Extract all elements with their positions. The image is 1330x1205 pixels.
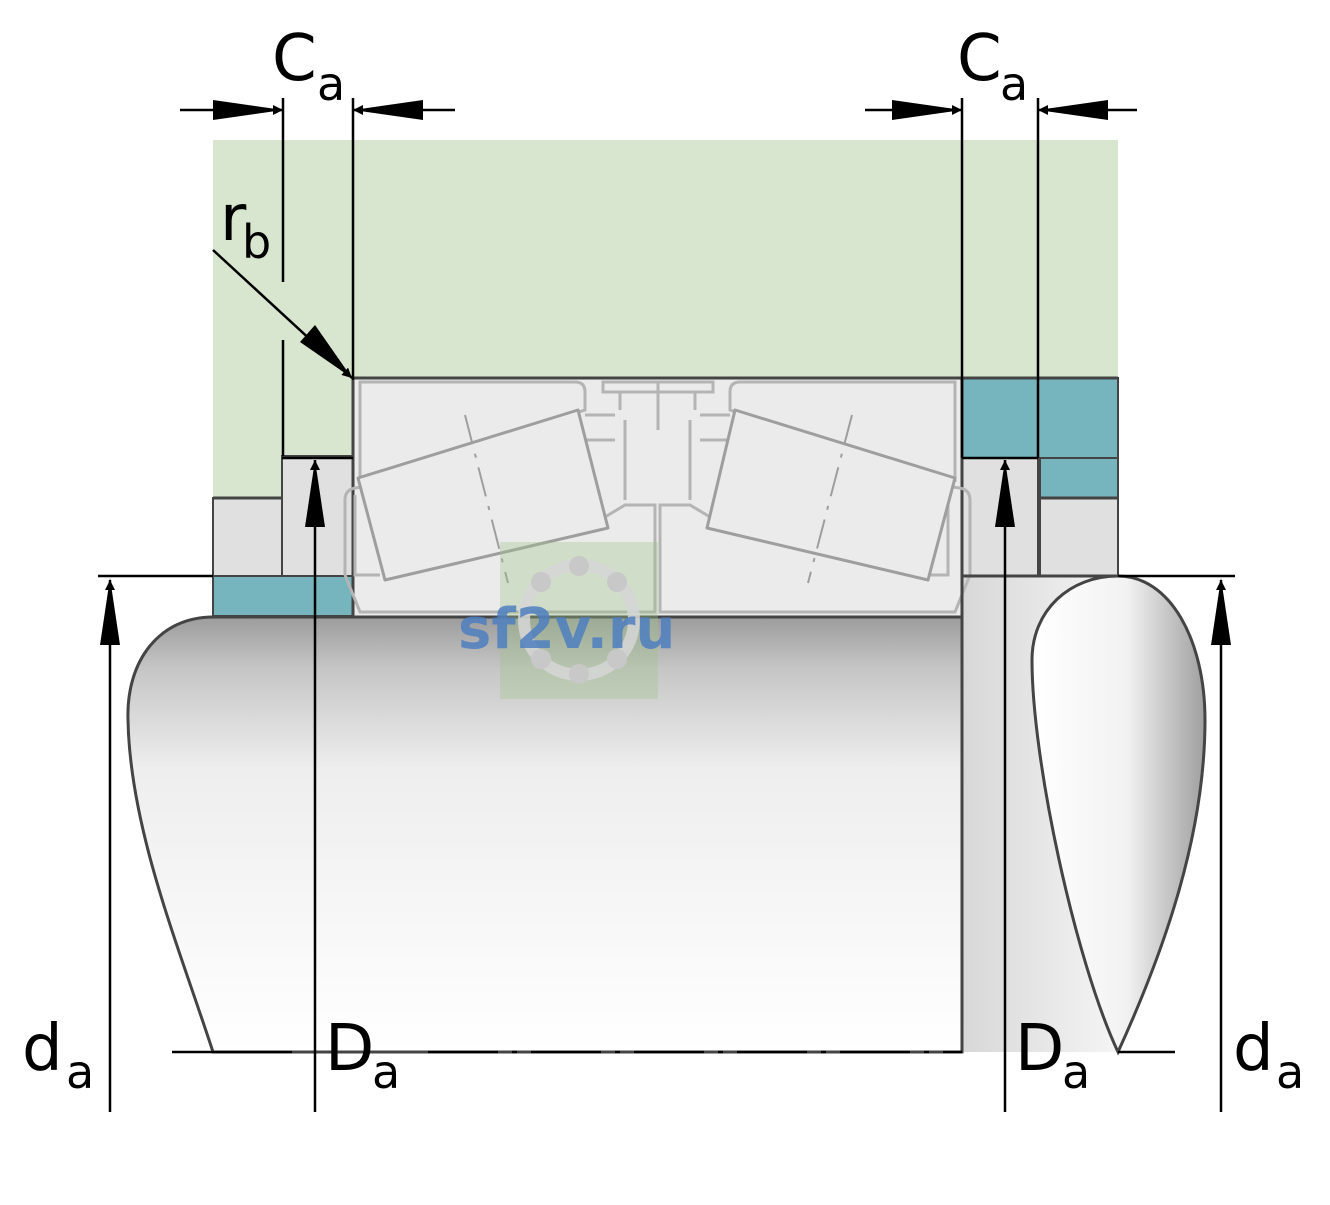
svg-text:a: a: [317, 57, 345, 111]
shaft: [126, 574, 1207, 1056]
watermark-text: sf2v.ru: [458, 597, 675, 662]
svg-text:D: D: [325, 1012, 374, 1086]
svg-text:a: a: [372, 1045, 400, 1099]
svg-text:a: a: [66, 1045, 94, 1099]
svg-text:a: a: [1276, 1045, 1304, 1099]
label-Da-left: D a: [325, 1012, 400, 1099]
svg-text:D: D: [1015, 1012, 1064, 1086]
roller-left: [356, 408, 610, 584]
svg-text:b: b: [242, 215, 271, 269]
label-ca-right: C a: [957, 22, 1028, 111]
right-abutment-parts: [961, 377, 1119, 577]
housing: [213, 140, 1118, 498]
svg-text:d: d: [22, 1012, 63, 1086]
dimension-lines: [98, 98, 1235, 1112]
roller-right: [705, 408, 957, 584]
svg-text:r: r: [220, 182, 247, 256]
label-da-right: d a: [1233, 1012, 1304, 1099]
svg-text:C: C: [272, 22, 317, 96]
svg-text:a: a: [1062, 1045, 1090, 1099]
dimension-labels: C a C a r b d a D a D a d a: [22, 22, 1304, 1099]
tapered-roller-bearing: [343, 376, 972, 620]
svg-text:C: C: [957, 22, 1002, 96]
svg-text:a: a: [1000, 57, 1028, 111]
label-da-left: d a: [22, 1012, 94, 1099]
label-rb: r b: [220, 182, 271, 269]
watermark-logo: sf2v.ru: [458, 542, 675, 699]
label-Da-right: D a: [1015, 1012, 1090, 1099]
arrowheads: [100, 100, 1231, 645]
label-ca-left: C a: [272, 22, 345, 111]
svg-text:d: d: [1233, 1012, 1274, 1086]
left-spacer-ring: [212, 575, 354, 617]
right-spacer-ring-upper: [961, 377, 1119, 459]
